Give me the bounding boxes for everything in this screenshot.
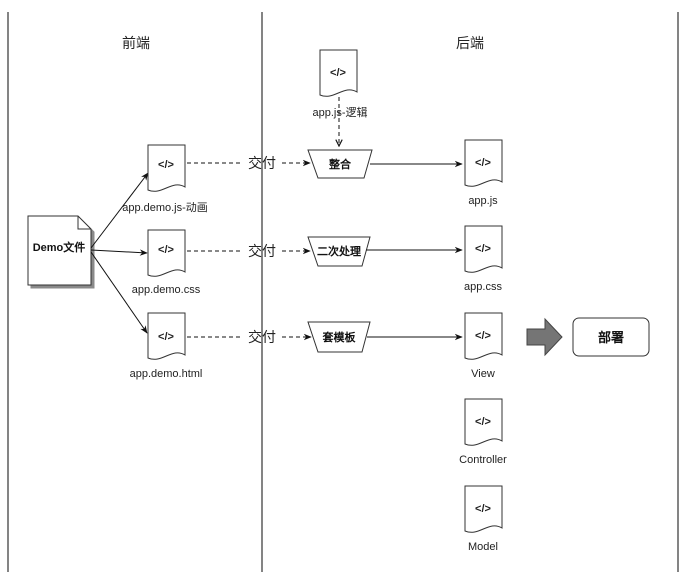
source-document-node[interactable]: Demo文件 (27, 215, 92, 286)
deploy-label: 部署 (598, 330, 624, 345)
file-node-out-model[interactable]: </> Model (464, 485, 503, 553)
file-label: app.demo.html (130, 368, 203, 380)
deploy-box (572, 317, 650, 357)
file-label: app.js-逻辑 (312, 105, 367, 119)
document-page-icon (27, 215, 92, 286)
process-shape (307, 321, 371, 353)
file-label: app.css (464, 281, 502, 293)
code-glyph: </> (158, 244, 174, 256)
handoff-edge-js: 交付 (187, 155, 311, 171)
process-label: 套模板 (323, 330, 357, 344)
edge-source-to-fe-css (90, 249, 148, 256)
process-node-reprocess[interactable]: 二次处理 (307, 236, 371, 267)
process-label: 整合 (328, 157, 352, 171)
handoff-label: 交付 (248, 243, 276, 259)
code-glyph: </> (158, 331, 174, 343)
process-shape (307, 149, 373, 179)
code-glyph: </> (158, 159, 174, 171)
file-node-out-controller[interactable]: </> Controller (459, 398, 507, 466)
file-node-out-css[interactable]: </> app.css (464, 225, 503, 293)
handoff-edge-css: 交付 (187, 243, 311, 259)
process-node-template[interactable]: 套模板 (307, 321, 371, 353)
file-node-fe-html[interactable]: </> app.demo.html (130, 312, 203, 380)
code-file-icon (464, 139, 503, 187)
file-node-fe-js[interactable]: </> app.demo.js-动画 (122, 144, 208, 214)
file-node-fe-css[interactable]: </> app.demo.css (132, 229, 201, 296)
handoff-edge-html: 交付 (187, 329, 312, 345)
edge-source-to-fe-html (90, 251, 148, 334)
file-label: app.js (468, 195, 498, 207)
handoff-label: 交付 (248, 155, 276, 171)
page-fold-corner (77, 216, 91, 230)
code-file-icon (464, 485, 503, 533)
code-file-icon (464, 398, 503, 446)
handoff-label: 交付 (248, 329, 276, 345)
process-shape (307, 236, 371, 267)
code-glyph: </> (475, 503, 491, 515)
code-file-icon (464, 312, 503, 360)
code-glyph: </> (475, 416, 491, 428)
file-label: View (471, 368, 495, 380)
code-file-icon (464, 225, 503, 273)
file-label: app.demo.css (132, 284, 201, 296)
lane-title-backend: 后端 (456, 35, 484, 51)
process-label: 二次处理 (317, 244, 361, 258)
code-glyph: </> (475, 243, 491, 255)
source-document-label: Demo文件 (33, 240, 86, 254)
code-glyph: </> (475, 157, 491, 169)
code-file-icon (147, 229, 186, 277)
deploy-node[interactable]: 部署 (572, 317, 650, 357)
code-file-icon (319, 49, 358, 97)
lane-title-frontend: 前端 (122, 35, 150, 51)
file-label: Model (468, 541, 498, 553)
code-file-icon (147, 144, 186, 192)
code-file-icon (147, 312, 186, 360)
edge-source-to-fe-js (90, 172, 149, 249)
file-node-out-js[interactable]: </> app.js (464, 139, 503, 207)
process-node-merge[interactable]: 整合 (307, 149, 373, 179)
deploy-arrow-icon (526, 317, 563, 357)
file-node-be-logic[interactable]: </> app.js-逻辑 (312, 49, 368, 119)
file-node-out-view[interactable]: </> View (464, 312, 503, 380)
code-glyph: </> (475, 330, 491, 342)
code-glyph: </> (330, 67, 346, 79)
file-label: Controller (459, 454, 507, 466)
file-label: app.demo.js-动画 (122, 201, 208, 214)
